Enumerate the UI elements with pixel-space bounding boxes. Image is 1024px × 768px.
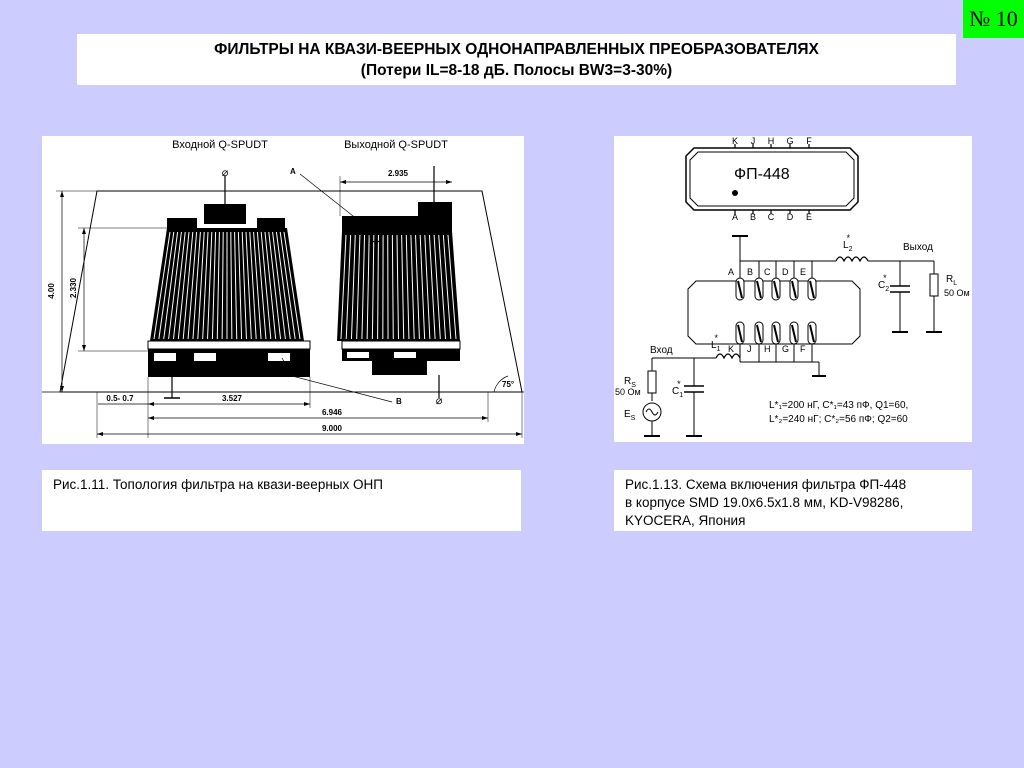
circuit-figure: K J H G F A B C D E ФП-448 A B C D E K J H G F	[614, 136, 972, 442]
caption-left: Рис.1.11. Топология фильтра на квази-вее…	[42, 470, 521, 531]
c2-label: C2*	[878, 273, 889, 293]
output-terminal-symbol: ⌀	[436, 395, 443, 407]
package-outline	[685, 147, 859, 211]
package-pin-bottom-c: C	[768, 212, 775, 222]
title-box: ФИЛЬТРЫ НА КВАЗИ-ВЕЕРНЫХ ОДНОНАПРАВЛЕННЫ…	[77, 34, 956, 85]
caption-left-text: Рис.1.11. Топология фильтра на квази-вее…	[53, 477, 383, 492]
l2-label: L2*	[843, 233, 853, 253]
dim-angle: 75°	[502, 380, 514, 389]
caption-right-line-2: в корпусе SMD 19.0x6.5x1.8 мм, KD-V98286…	[625, 495, 904, 510]
topology-diagram: ⌀ ⌀ Входной Q-SPUDT Выходной Q-SPUDT A B…	[42, 139, 524, 438]
params-line-2: L*₂=240 нГ; C*₂=56 пФ; Q2=60	[769, 414, 908, 425]
package-pin-top-g: G	[786, 136, 793, 146]
output-transducer-label: Выходной Q-SPUDT	[344, 139, 448, 151]
output-bottom-pad	[372, 361, 427, 375]
mark-b: B	[396, 397, 402, 406]
caption-right-line-3: KYOCERA, Япония	[625, 513, 746, 528]
dim-span: 6.946	[322, 408, 343, 417]
package-pin-top-h: H	[768, 136, 775, 146]
slide-number: № 10	[963, 0, 1024, 38]
filter-pin-bottom-j: J	[747, 344, 752, 354]
c1-label: C1*	[672, 379, 683, 399]
dim-input-width: 3.527	[222, 394, 243, 403]
caption-right: Рис.1.13. Схема включения фильтра ФП-448…	[614, 470, 972, 531]
dim-height-inner: 2.330	[69, 277, 78, 298]
output-transducer	[337, 202, 461, 375]
output-top-bus	[342, 216, 452, 232]
filter-pin-top-b: B	[747, 267, 753, 277]
filter-pin-bottom-f: F	[800, 344, 806, 354]
input-transducer	[147, 204, 311, 377]
rs-value: 50 Ом	[615, 387, 641, 397]
package-pin-bottom-e: E	[806, 212, 812, 222]
rs-label: RS	[624, 376, 636, 389]
input-fingers	[153, 231, 301, 340]
rl-value: 50 Ом	[944, 288, 970, 298]
params-line-1: L*₁=200 нГ, C*₁=43 пФ, Q1=60,	[769, 400, 908, 411]
title-line-2: (Потери IL=8-18 дБ. Полосы BW3=3-30%)	[360, 62, 673, 79]
dim-height-total: 4.00	[47, 283, 56, 299]
filter-pin-top-d: D	[782, 267, 789, 277]
package-pin-bottom-d: D	[787, 212, 794, 222]
l1-label: L1*	[711, 333, 721, 353]
filter-pin-top-c: C	[764, 267, 771, 277]
input-label: Вход	[650, 345, 673, 356]
es-label: ES	[624, 409, 636, 422]
circuit-diagram: K J H G F A B C D E ФП-448 A B C D E K J H G F	[615, 136, 970, 437]
package-pin-top-j: J	[751, 136, 756, 146]
package-pin-bottom-b: B	[750, 212, 756, 222]
filter-pin-top-e: E	[800, 267, 806, 277]
filter-pin-bottom-k: K	[728, 344, 734, 354]
package-name: ФП-448	[734, 166, 790, 183]
pin1-dot	[732, 190, 738, 196]
topology-figure: ⌀ ⌀ Входной Q-SPUDT Выходной Q-SPUDT A B…	[42, 136, 524, 444]
package-pin-top-k: K	[732, 136, 738, 146]
filter-pin-bottom-h: H	[764, 344, 771, 354]
dim-top: 2.935	[388, 169, 409, 178]
rl-label: RL	[946, 274, 957, 287]
input-top-pad	[204, 204, 246, 224]
filter-pin-top-a: A	[728, 267, 734, 277]
title-line-1: ФИЛЬТРЫ НА КВАЗИ-ВЕЕРНЫХ ОДНОНАПРАВЛЕННЫ…	[214, 41, 819, 58]
input-terminal-symbol: ⌀	[222, 167, 229, 179]
dim-total: 9.000	[322, 424, 343, 433]
output-label: Выход	[903, 242, 933, 253]
input-transducer-label: Входной Q-SPUDT	[172, 139, 268, 151]
output-fingers	[340, 234, 457, 340]
caption-right-line-1: Рис.1.13. Схема включения фильтра ФП-448	[625, 477, 907, 492]
filter-pin-bottom-g: G	[782, 344, 789, 354]
mark-a: A	[290, 167, 296, 176]
dim-gap: 0.5- 0.7	[106, 394, 134, 403]
package-pin-bottom-a: A	[732, 212, 738, 222]
package-pin-top-f: F	[806, 136, 812, 146]
filter-body	[687, 280, 861, 345]
